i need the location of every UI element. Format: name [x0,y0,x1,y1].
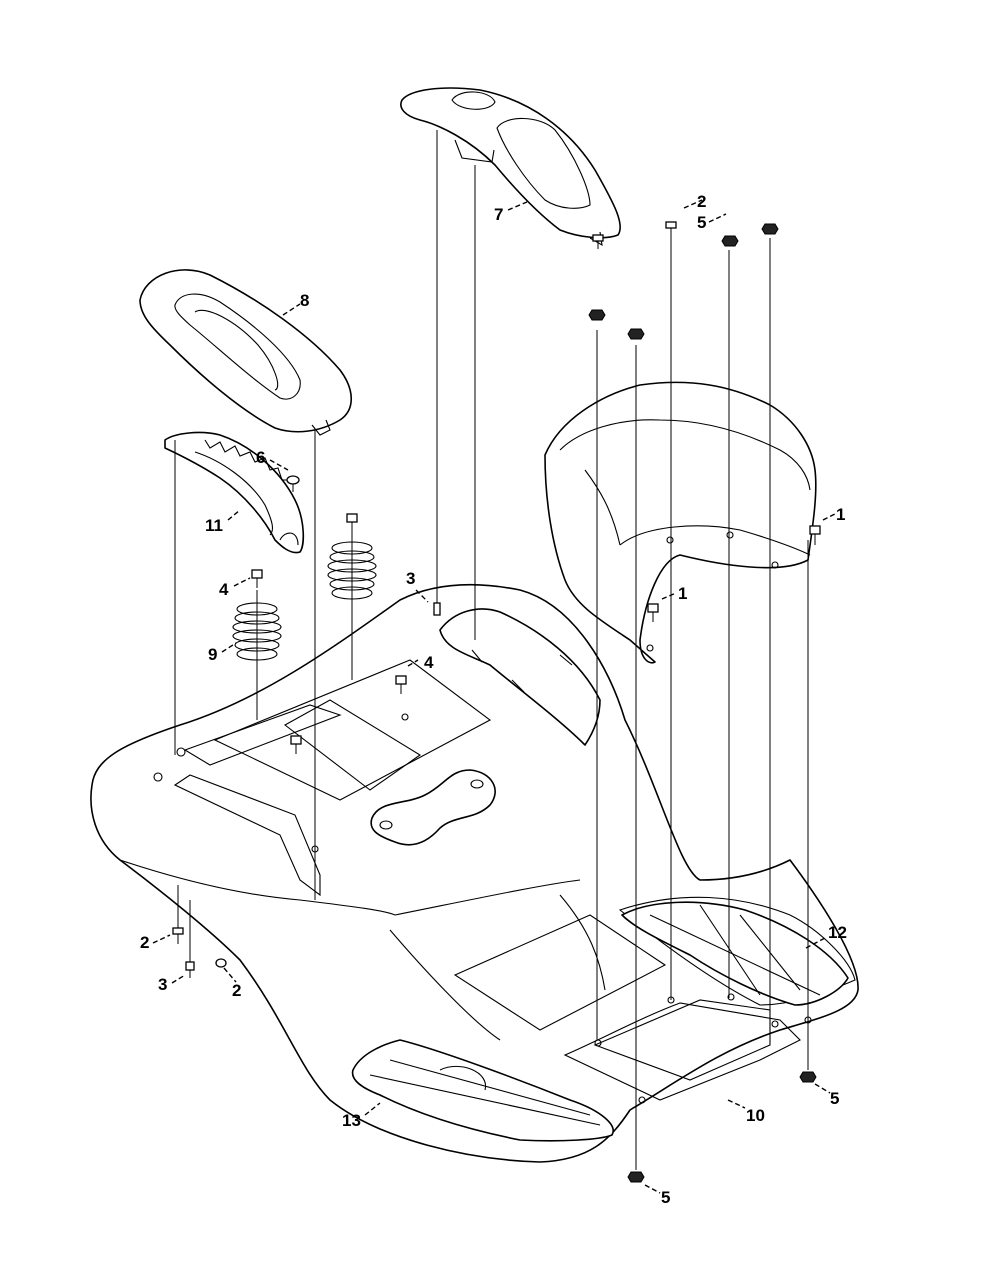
callout-3-bottom: 3 [158,975,167,994]
screw-icon [172,927,184,944]
slide-rail [164,431,305,554]
callout-5-bottom: 5 [661,1188,670,1207]
callout-12: 12 [828,923,847,942]
console-cover-right [400,87,622,247]
callout-8: 8 [300,291,309,310]
rivet-icon [286,475,300,492]
nut-icon [627,328,645,340]
nut-icon [721,235,739,247]
washer-icon [215,958,227,968]
screw-icon [251,569,263,588]
callout-1-lower: 1 [678,584,687,603]
callout-7: 7 [494,205,503,224]
callout-2-bottom-left: 2 [140,933,149,952]
callout-6: 6 [256,448,265,467]
callout-10: 10 [746,1106,765,1125]
screw-icon [395,675,407,694]
callout-11: 11 [205,516,223,535]
callout-2-top: 2 [697,192,706,211]
callout-4-left: 4 [219,580,229,599]
callout-5-right: 5 [830,1089,839,1108]
callout-3-top: 3 [406,569,415,588]
callout-2-bottom: 2 [232,981,241,1000]
callout-numbers: 1 1 2 2 2 3 3 4 4 5 5 5 6 7 8 9 10 11 12… [140,192,847,1207]
fender-body [90,584,859,1163]
callout-leaders [152,199,836,1194]
screw-icon [665,221,677,236]
callout-5-top: 5 [697,213,706,232]
callout-13: 13 [342,1111,361,1130]
bracket-right [439,608,601,746]
seat-cushion [139,269,353,436]
nut-icon [627,1171,645,1183]
footrest-right [621,901,849,1006]
nut-icon [799,1071,817,1083]
pin-icon [433,602,441,616]
nut-icon [588,309,606,321]
screw-icon [185,961,195,978]
callout-1-upper: 1 [836,505,845,524]
screw-icon [592,234,604,249]
footrest-left [351,1039,614,1142]
callout-9: 9 [208,645,217,664]
callout-4-center: 4 [424,653,434,672]
screw-icon [647,603,659,622]
assembly-guide-lines [174,130,809,1170]
rear-cover [544,381,817,664]
hardware [172,221,821,1183]
screw-icon [809,525,821,545]
screw-icon [290,735,302,754]
nut-icon [761,223,779,235]
screw-icon [346,513,358,532]
